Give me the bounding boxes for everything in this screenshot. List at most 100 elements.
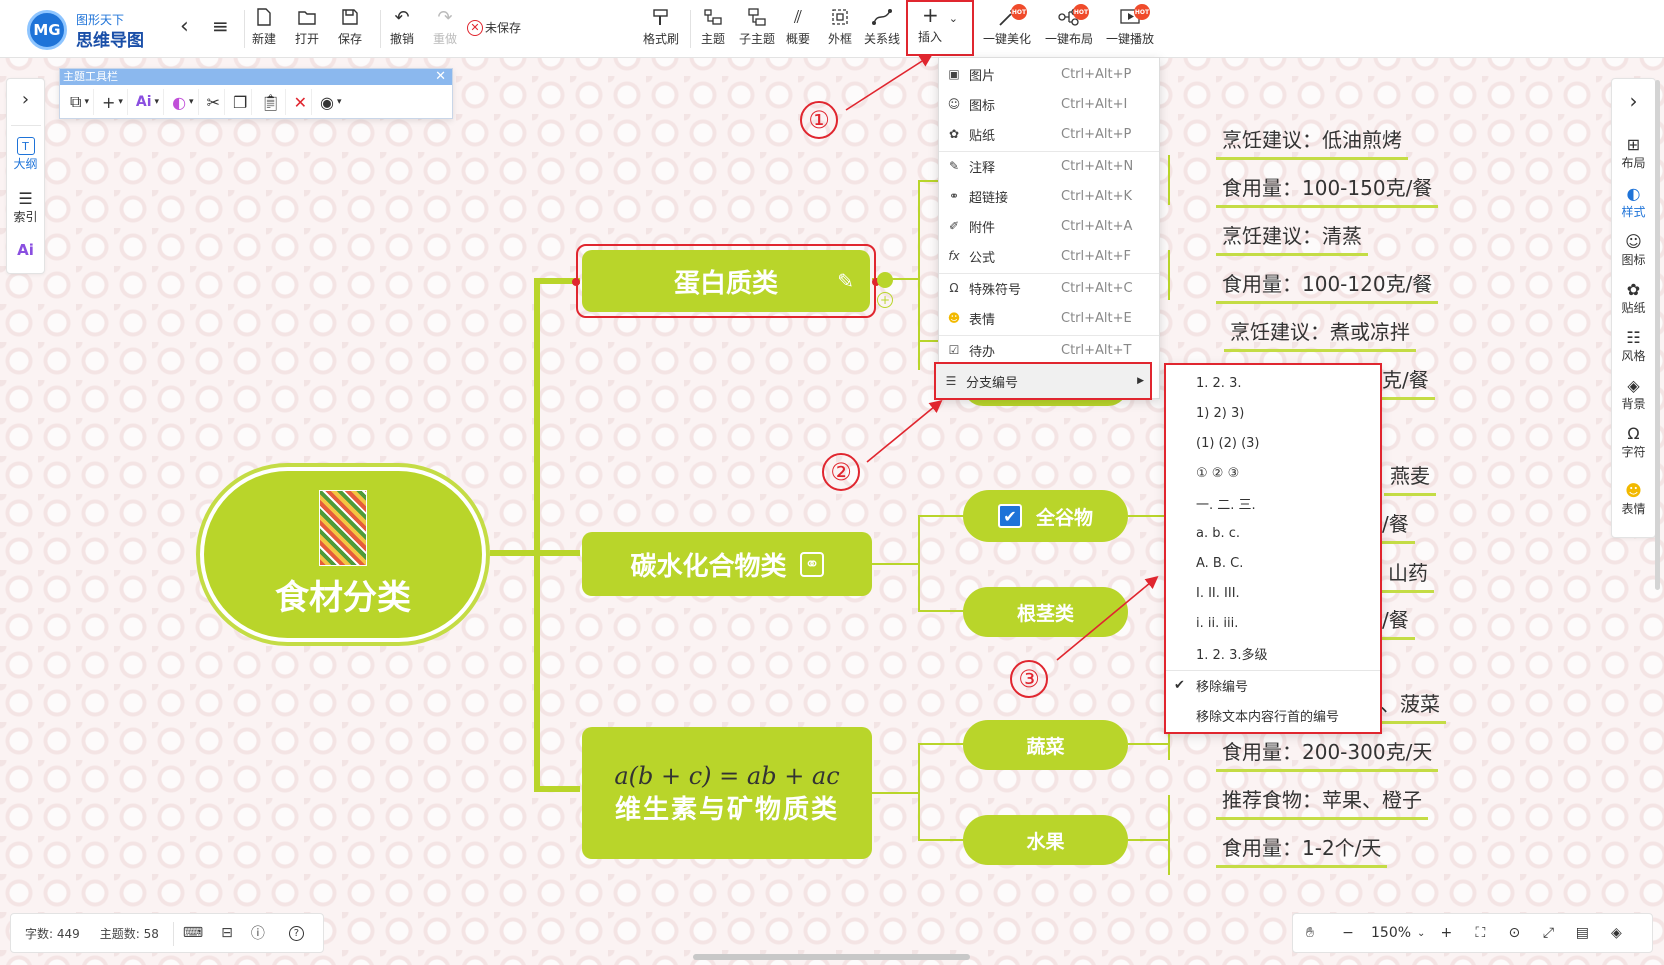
theme-tab[interactable]: ☷风格 <box>1612 328 1655 364</box>
numbering-option[interactable]: 一. 二. 三. <box>1196 497 1256 513</box>
fit-screen-icon[interactable]: ⛶ <box>1475 925 1486 941</box>
horizontal-scrollbar[interactable] <box>693 954 970 960</box>
leaf-text[interactable]: /餐 <box>1376 508 1415 544</box>
subnode-wholegrain[interactable]: ✔ 全谷物 <box>963 490 1128 542</box>
expand-right-button[interactable]: › <box>1612 89 1655 113</box>
branch-vitamins[interactable]: a(b + c) = ab + ac 维生素与矿物质类 <box>582 727 872 859</box>
chevron-down-icon[interactable]: ⌄ <box>1417 927 1426 939</box>
icon-tab[interactable]: ☺图标 <box>1612 232 1655 268</box>
remove-text-numbering-option[interactable]: 移除文本内容行首的编号 <box>1196 709 1340 725</box>
subtopic-button[interactable]: 子主题 <box>739 6 775 52</box>
leaf-text[interactable]: 烹饪建议：煮或凉拌 <box>1224 316 1416 352</box>
topic-button[interactable]: 主题 <box>701 6 725 52</box>
info-icon[interactable]: ⓘ <box>250 926 265 942</box>
sticker-tab[interactable]: ✿贴纸 <box>1612 280 1655 316</box>
style-tab[interactable]: ◐样式 <box>1612 184 1655 220</box>
hand-tool-icon[interactable]: ✋︎ <box>1306 925 1314 941</box>
zoom-out-button[interactable]: − <box>1342 925 1354 941</box>
leaf-text[interactable]: /餐 <box>1376 604 1415 640</box>
numbering-option[interactable]: i. ii. iii. <box>1196 615 1239 631</box>
numbering-option[interactable]: 1) 2) 3) <box>1196 405 1245 421</box>
boundary-button[interactable]: 外框 <box>828 6 852 52</box>
expand-left-button[interactable]: › <box>7 89 44 110</box>
leaf-text[interactable]: 燕麦 <box>1384 460 1436 496</box>
vertical-scrollbar[interactable] <box>1655 80 1660 590</box>
save-button[interactable]: 保存 <box>338 6 362 52</box>
cut-button[interactable]: ✂ <box>203 89 225 115</box>
branch-carbs[interactable]: 碳水化合物类 ⚭ <box>582 532 872 596</box>
redo-button[interactable]: ↷重做 <box>433 6 457 52</box>
add-button[interactable]: +▾ <box>98 89 128 115</box>
open-button[interactable]: 打开 <box>295 6 319 52</box>
leaf-text[interactable]: 克/餐 <box>1376 364 1435 400</box>
numbering-option[interactable]: A. B. C. <box>1196 555 1244 571</box>
layout-tab[interactable]: ⊞布局 <box>1612 135 1655 171</box>
map-icon[interactable]: ▤ <box>1575 925 1590 941</box>
menu-button[interactable]: ≡ <box>212 14 229 60</box>
leaf-text[interactable]: 食用量：1-2个/天 <box>1216 832 1388 868</box>
numbering-option[interactable]: I. II. III. <box>1196 585 1240 601</box>
subnode-roots[interactable]: 根茎类 <box>963 587 1128 637</box>
collapse-handle[interactable] <box>877 272 893 288</box>
numbering-option[interactable]: (1) (2) (3) <box>1196 435 1260 451</box>
leaf-text[interactable]: 推荐食物：苹果、橙子 <box>1216 784 1428 820</box>
leaf-text[interactable]: 、菠菜 <box>1374 688 1446 724</box>
subnode-vegetables[interactable]: 蔬菜 <box>963 720 1128 770</box>
new-button[interactable]: 新建 <box>252 6 276 52</box>
edit-note-icon[interactable]: ✎ <box>837 269 854 293</box>
zoom-level[interactable]: 150% <box>1371 925 1412 941</box>
relation-button[interactable]: 关系线 <box>864 6 900 52</box>
branch-protein[interactable]: 蛋白质类 ✎ <box>582 250 870 312</box>
numbering-option[interactable]: 1. 2. 3. <box>1196 375 1242 391</box>
emoji-tab[interactable]: ☻表情 <box>1612 481 1655 517</box>
numbering-option[interactable]: ① ② ③ <box>1196 465 1240 481</box>
keyboard-icon[interactable]: ⌨ <box>182 925 204 941</box>
close-icon[interactable]: ✕ <box>435 69 446 84</box>
link-icon[interactable]: ⚭ <box>800 551 824 577</box>
back-button[interactable]: ‹ <box>180 14 189 60</box>
menu-item-branch-numbering[interactable]: ☰分支编号▶ <box>934 362 1152 400</box>
add-child-icon[interactable]: + <box>877 292 893 308</box>
fullscreen-icon[interactable]: ⤢ <box>1542 925 1555 941</box>
leaf-text[interactable]: 烹饪建议：清蒸 <box>1216 220 1368 256</box>
root-node[interactable]: 食材分类 <box>204 471 482 638</box>
leaf-text[interactable]: 食用量：200-300克/天 <box>1216 736 1439 772</box>
ai-button[interactable]: Ai <box>7 241 44 259</box>
palette-button[interactable]: ◐▾ <box>168 89 199 115</box>
help-icon[interactable]: ? <box>288 925 304 941</box>
delete-button[interactable]: ✕ <box>290 89 313 115</box>
numbering-option[interactable]: 1. 2. 3.多级 <box>1196 647 1268 663</box>
undo-button[interactable]: ↶撤销 <box>390 6 414 52</box>
checkbox-icon[interactable]: ✔ <box>997 504 1022 528</box>
numbering-option[interactable]: a. b. c. <box>1196 525 1241 541</box>
index-tab[interactable]: ☰索引 <box>7 189 44 225</box>
leaf-text[interactable]: 山药 <box>1382 557 1434 593</box>
summary-button[interactable]: ⫽概要 <box>786 6 810 52</box>
zoom-in-button[interactable]: + <box>1440 925 1453 941</box>
copy-button[interactable]: ❐ <box>229 89 253 115</box>
leaf-text[interactable]: 食用量：100-120克/餐 <box>1216 268 1439 304</box>
subnode-fruit[interactable]: 水果 <box>963 815 1128 865</box>
view-button[interactable]: ◉▾ <box>316 89 346 115</box>
layers-icon[interactable]: ◈ <box>1611 925 1622 941</box>
background-tab[interactable]: ◈背景 <box>1612 376 1655 412</box>
topic-toolbar-header[interactable]: 主题工具栏✕ <box>60 69 452 85</box>
copy-style-button[interactable]: ⧉▾ <box>66 89 94 115</box>
ai-tool-button[interactable]: Ai▾ <box>132 89 165 115</box>
ruler-icon[interactable]: ⊟ <box>221 925 233 941</box>
leaf-text[interactable]: 烹饪建议：低油煎烤 <box>1216 124 1408 160</box>
